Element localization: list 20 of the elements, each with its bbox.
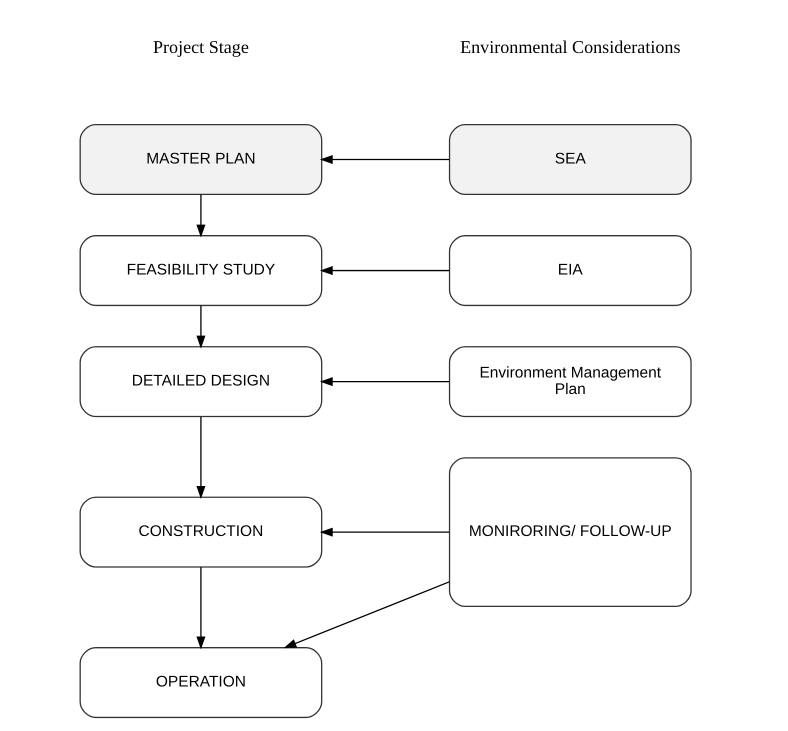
- node-box: MASTER PLAN: [80, 124, 322, 196]
- arrow: [196, 416, 206, 499]
- node-box: CONSTRUCTION: [80, 496, 322, 568]
- arrow: [284, 581, 450, 648]
- label: Environmental Considerations: [460, 37, 680, 58]
- arrow: [320, 154, 450, 164]
- arrow: [196, 194, 206, 238]
- label: Project Stage: [152, 37, 249, 58]
- node-box: SEA: [448, 124, 692, 196]
- node-box: FEASIBILITY STUDY: [80, 235, 322, 306]
- arrow: [320, 528, 450, 537]
- arrow: [196, 567, 206, 650]
- arrow: [196, 306, 206, 349]
- arrow: [320, 377, 450, 386]
- node-box: Environment Management Plan: [448, 346, 692, 418]
- node-box: OPERATION: [80, 647, 322, 718]
- arrow: [320, 266, 450, 276]
- node-box: EIA: [448, 235, 692, 306]
- node-box: MONIRORING/ FOLLOW-UP: [448, 457, 692, 607]
- node-box: DETAILED DESIGN: [80, 346, 322, 418]
